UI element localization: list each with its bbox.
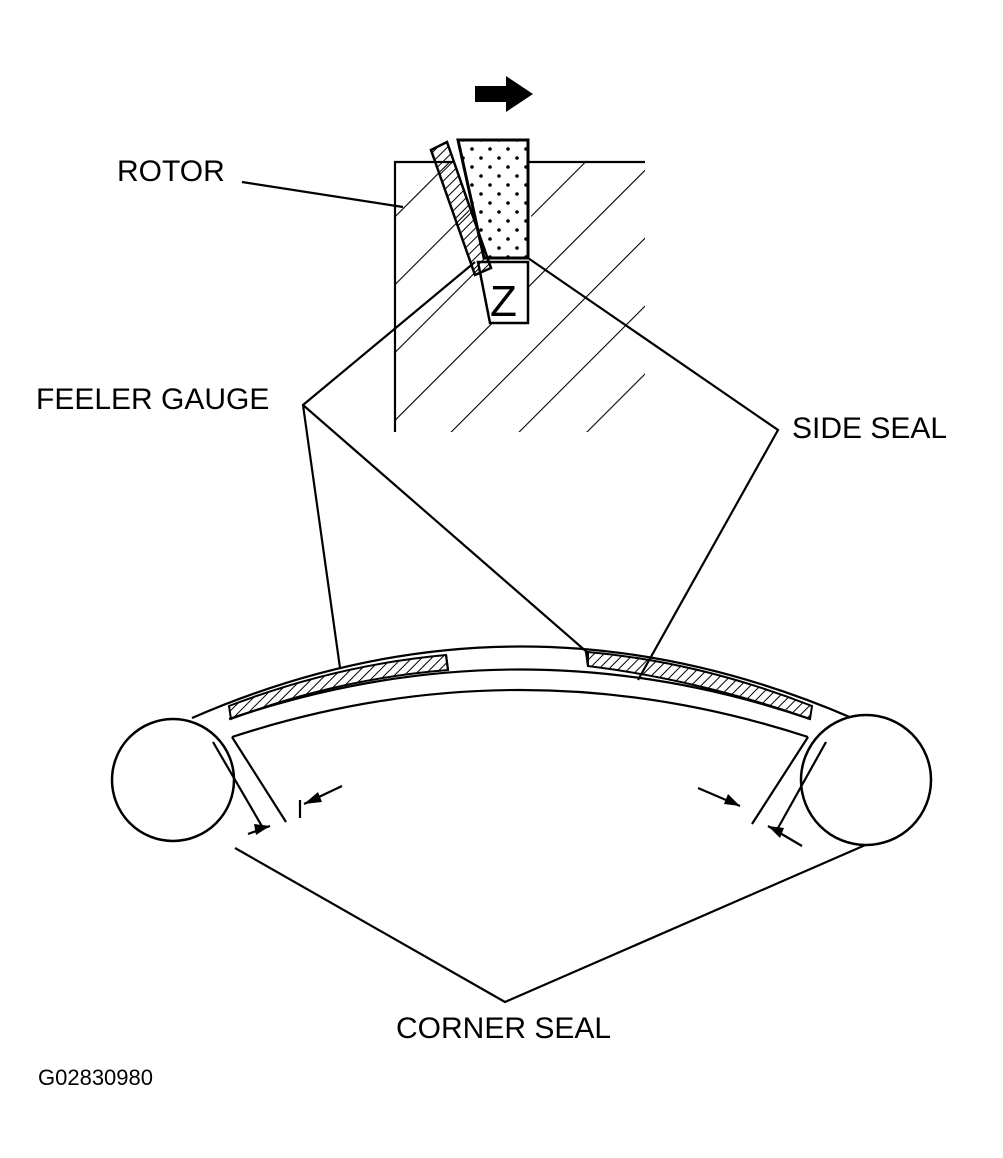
- figure-id-label: G02830980: [38, 1065, 153, 1090]
- rotor-face-arc: [191, 645, 853, 739]
- clearance-marks-left: [212, 736, 343, 836]
- clearance-marks-right: [697, 736, 827, 847]
- feeler-gauge-blade: [429, 140, 493, 277]
- corner-seal-label: CORNER SEAL: [396, 1012, 611, 1045]
- corner-seal-right: [799, 713, 933, 847]
- corner-seal-left: [110, 717, 236, 843]
- arrow-right-icon: [475, 76, 533, 112]
- seal-marker-label: Z: [490, 277, 517, 326]
- side-seal-label: SIDE SEAL: [792, 412, 947, 445]
- feeler-strip-right: [587, 650, 814, 721]
- leader-lines: [234, 180, 871, 1004]
- rotor-label: ROTOR: [117, 155, 225, 188]
- seal-spring: Z: [476, 260, 530, 326]
- feeler-gauge-label: FEELER GAUGE: [36, 383, 269, 416]
